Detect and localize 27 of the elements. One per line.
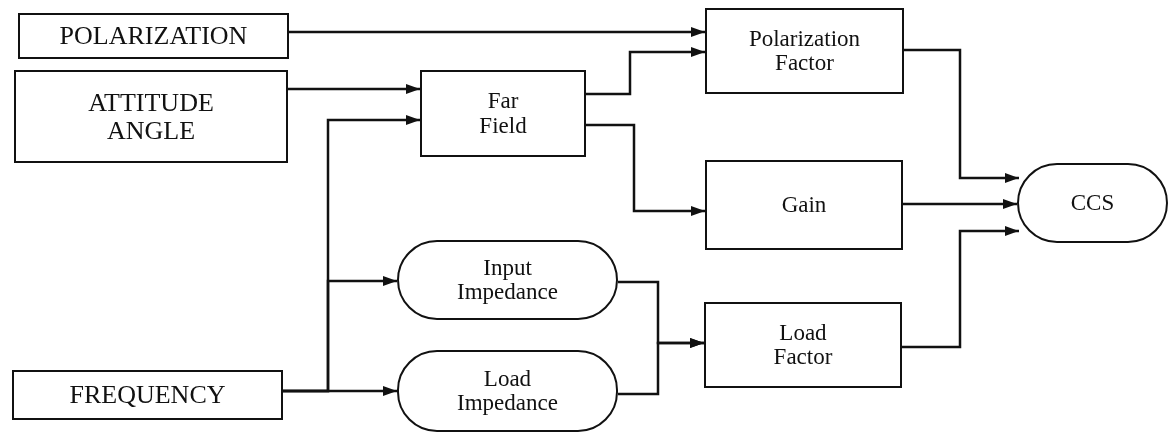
arrow (283, 386, 397, 396)
node-label: POLARIZATION (59, 22, 248, 50)
arrow (289, 27, 705, 37)
node-label: Far Field (478, 89, 528, 138)
node-label: ATTITUDE ANGLE (87, 89, 215, 144)
arrow (904, 48, 1019, 183)
node-label: Load Impedance (456, 366, 559, 416)
process-box (704, 302, 902, 388)
input-box (18, 13, 289, 59)
process-box (420, 70, 586, 157)
node-label: Polarization Factor (747, 26, 862, 76)
arrow (586, 47, 705, 96)
process-box (705, 160, 903, 250)
arrow (288, 84, 420, 94)
input-box (12, 370, 283, 420)
node-label: Input Impedance (456, 255, 559, 305)
input-box (14, 70, 288, 163)
node-label: Gain (781, 192, 827, 218)
rounded-process-box (1017, 163, 1168, 243)
node-label: Load Factor (772, 320, 834, 370)
node-label: CCS (1070, 190, 1115, 216)
process-box (705, 8, 904, 94)
arrow (618, 338, 704, 396)
arrow (902, 226, 1019, 349)
node-label: FREQUENCY (69, 381, 226, 409)
arrow (903, 199, 1017, 209)
arrow (586, 123, 705, 216)
